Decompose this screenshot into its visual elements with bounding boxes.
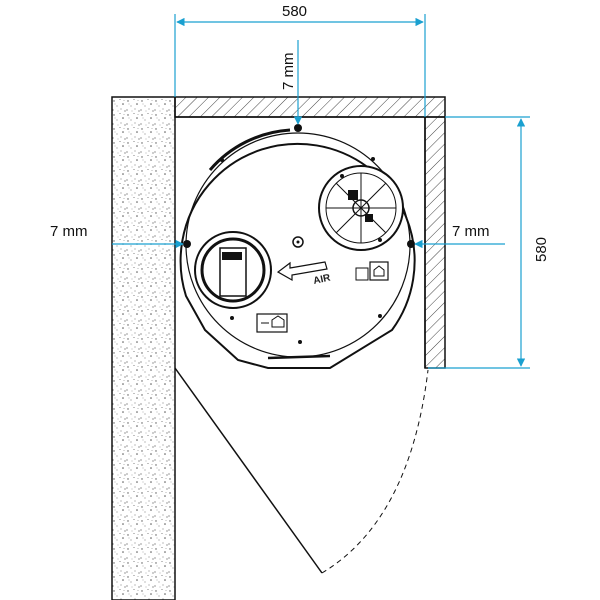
concrete-wall-left <box>111 96 176 600</box>
fan-impeller-icon <box>318 165 404 251</box>
gap-right-label: 7 mm <box>452 223 490 240</box>
gap-top-label: 7 mm <box>280 53 297 91</box>
house-inlet-icon <box>355 261 389 281</box>
width-label: 580 <box>282 3 307 20</box>
duct-connector <box>194 231 272 309</box>
center-knob <box>292 236 304 248</box>
gap-left-label: 7 mm <box>50 223 88 240</box>
cabinet-door <box>174 367 323 574</box>
dimension-width <box>174 14 426 117</box>
dimension-height <box>428 116 530 369</box>
air-label: AIR <box>312 272 332 287</box>
air-flow-arrow-icon <box>276 261 328 282</box>
hatched-wall-right <box>424 116 446 369</box>
house-outlet-icon <box>256 313 288 333</box>
door-swing-arc <box>321 369 429 574</box>
hatched-wall-top <box>174 96 446 118</box>
height-label: 580 <box>533 237 550 262</box>
